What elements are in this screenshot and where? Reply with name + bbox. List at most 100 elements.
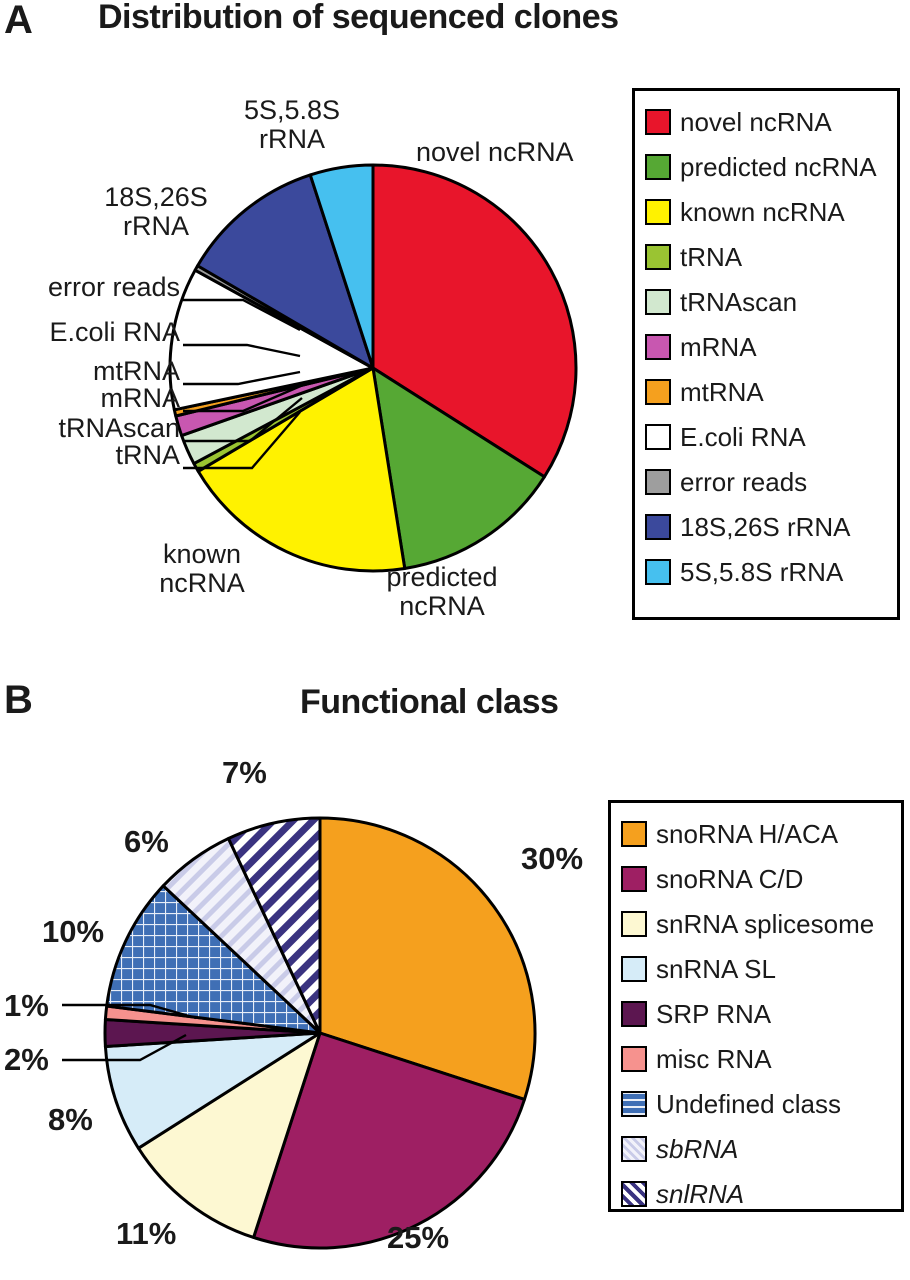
pie-a-label-mtrna: mtRNA bbox=[0, 357, 180, 386]
pie-slice-5s-5-8s-rrna[interactable] bbox=[308, 163, 375, 370]
pie-a-label-trnascan-text: tRNAscan bbox=[58, 413, 180, 443]
pie-slice-known-ncrna[interactable] bbox=[196, 366, 407, 573]
pct-label-sbrna: 6% bbox=[124, 824, 169, 859]
pie-slice-snrna-sl[interactable] bbox=[103, 1031, 322, 1150]
legend-label: sbRNA bbox=[656, 1133, 739, 1164]
pie-a-label-predicted-ncrna-line2: ncRNA bbox=[399, 590, 485, 621]
pie-a-label-mtrna-text: mtRNA bbox=[93, 356, 180, 386]
legend-label: E.coli RNA bbox=[680, 421, 806, 452]
legend-swatch-icon bbox=[645, 108, 671, 135]
legend-label: Undefined class bbox=[656, 1088, 841, 1119]
legend-label: error reads bbox=[680, 466, 808, 497]
pie-slice-e-coli-rna[interactable] bbox=[168, 268, 375, 412]
legend-swatch-icon bbox=[645, 513, 671, 540]
panel-a-letter: A bbox=[4, 0, 33, 42]
legend-swatch-icon bbox=[621, 820, 647, 847]
legend-label: mRNA bbox=[680, 331, 757, 362]
pie-a-label-5s-rrna-line1: 5S,5.8S bbox=[243, 95, 341, 125]
panel-a-title: Distribution of sequenced clones bbox=[98, 0, 619, 36]
pie-a-label-error-reads: error reads bbox=[0, 273, 180, 302]
pie-a-label-trna-text: tRNA bbox=[115, 440, 180, 470]
pie-slice-snrna-splicesome[interactable] bbox=[136, 1031, 322, 1239]
pie-a-label-known-ncrna: known ncRNA bbox=[122, 540, 282, 597]
pie-slice-snorna-c-d[interactable] bbox=[252, 1031, 526, 1250]
legend-label: novel ncRNA bbox=[680, 106, 832, 137]
pie-a-label-trnascan: tRNAscan bbox=[0, 414, 180, 443]
legend-item-undefined-class[interactable]: Undefined class bbox=[621, 1081, 891, 1126]
legend-label: snRNA splicesome bbox=[656, 908, 875, 939]
legend-item-predicted-ncrna[interactable]: predicted ncRNA bbox=[645, 144, 887, 189]
legend-label: snoRNA H/ACA bbox=[656, 818, 839, 849]
legend-item-e-coli-rna[interactable]: E.coli RNA bbox=[645, 414, 887, 459]
pie-a-label-18s-rrna: 18S,26S rRNA bbox=[96, 183, 216, 240]
legend-label: SRP RNA bbox=[656, 998, 772, 1029]
pie-a-label-5s-rrna: 5S,5.8S rRNA bbox=[232, 96, 352, 153]
legend-item-trnascan[interactable]: tRNAscan bbox=[645, 279, 887, 324]
legend-item-snlrna[interactable]: snlRNA bbox=[621, 1171, 891, 1216]
pct-label-undefined-class: 10% bbox=[42, 914, 105, 949]
legend-item-5s-5-8s-rrna[interactable]: 5S,5.8S rRNA bbox=[645, 549, 887, 594]
legend-item-18s-26s-rrna[interactable]: 18S,26S rRNA bbox=[645, 504, 887, 549]
pie-slice-predicted-ncrna[interactable] bbox=[371, 366, 546, 570]
pie-slice-18s-26s-rrna[interactable] bbox=[196, 173, 375, 370]
legend-label: predicted ncRNA bbox=[680, 151, 877, 182]
legend-label: snoRNA C/D bbox=[656, 863, 804, 894]
legend-swatch-icon bbox=[645, 153, 671, 180]
legend-item-trna[interactable]: tRNA bbox=[645, 234, 887, 279]
legend-item-snrna-splicesome[interactable]: snRNA splicesome bbox=[621, 901, 891, 946]
legend-item-snrna-sl[interactable]: snRNA SL bbox=[621, 946, 891, 991]
legend-swatch-icon bbox=[621, 1045, 647, 1072]
legend-swatch-icon bbox=[621, 1090, 647, 1117]
legend-item-novel-ncrna[interactable]: novel ncRNA bbox=[645, 99, 887, 144]
legend-swatch-icon bbox=[621, 1000, 647, 1027]
legend-item-known-ncrna[interactable]: known ncRNA bbox=[645, 189, 887, 234]
pie-slice-snorna-h-aca[interactable] bbox=[318, 816, 537, 1101]
legend-swatch-icon bbox=[621, 1135, 647, 1162]
panel-b-title: Functional class bbox=[300, 683, 559, 721]
legend-swatch-icon bbox=[621, 1180, 647, 1207]
legend-item-misc-rna[interactable]: misc RNA bbox=[621, 1036, 891, 1081]
pct-label-snorna-hacа: 30% bbox=[521, 841, 584, 876]
legend-swatch-icon bbox=[645, 243, 671, 270]
legend-swatch-icon bbox=[645, 468, 671, 495]
legend-swatch-icon bbox=[621, 955, 647, 982]
panel-a-legend: novel ncRNA predicted ncRNA known ncRNA tRN… bbox=[632, 88, 900, 620]
panel-b-letter: B bbox=[4, 678, 33, 722]
pie-a-label-mrna-text: mRNA bbox=[100, 383, 181, 413]
pie-a-label-predicted-ncrna-line1: predicted bbox=[386, 562, 498, 592]
pct-label-snlrna: 7% bbox=[222, 755, 267, 790]
legend-item-snorna-h-aca[interactable]: snoRNA H/ACA bbox=[621, 811, 891, 856]
pct-label-snorna-cd: 25% bbox=[387, 1220, 450, 1255]
pie-a-label-mrna: mRNA bbox=[0, 383, 181, 413]
legend-item-srp-rna[interactable]: SRP RNA bbox=[621, 991, 891, 1036]
legend-label: 5S,5.8S rRNA bbox=[680, 556, 844, 587]
pie-a-label-trna: tRNA bbox=[0, 441, 180, 470]
legend-item-snorna-c-d[interactable]: snoRNA C/D bbox=[621, 856, 891, 901]
legend-label: tRNA bbox=[680, 241, 743, 272]
legend-swatch-icon bbox=[621, 865, 647, 892]
pie-slice-snlrna[interactable] bbox=[226, 816, 322, 1035]
pie-a-label-novel-ncrna-text: novel ncRNA bbox=[416, 137, 574, 167]
legend-label: mtRNA bbox=[680, 376, 764, 407]
pie-slice-undefined-class[interactable] bbox=[105, 884, 322, 1035]
legend-label: snRNA SL bbox=[656, 953, 776, 984]
pct-label-snrna-splicesome: 11% bbox=[116, 1216, 177, 1251]
pie-a-label-ecoli-rna: E.coli RNA bbox=[0, 318, 180, 347]
legend-label: misc RNA bbox=[656, 1043, 772, 1074]
pct-label-misc-rna: 1% bbox=[4, 988, 49, 1023]
legend-swatch-icon bbox=[645, 198, 671, 225]
pie-a-label-18s-rrna-line2: rRNA bbox=[123, 210, 189, 241]
pie-a-label-5s-rrna-line2: rRNA bbox=[259, 123, 325, 154]
pie-a-label-predicted-ncrna: predicted ncRNA bbox=[352, 563, 532, 620]
legend-label: snlRNA bbox=[656, 1178, 745, 1209]
panel-b-legend: snoRNA H/ACA snoRNA C/D snRNA splicesome sn… bbox=[608, 800, 904, 1212]
pie-a-label-known-ncrna-line1: known bbox=[162, 539, 242, 569]
legend-item-sbrna[interactable]: sbRNA bbox=[621, 1126, 891, 1171]
legend-swatch-icon bbox=[645, 288, 671, 315]
legend-item-mtrna[interactable]: mtRNA bbox=[645, 369, 887, 414]
legend-item-error-reads[interactable]: error reads bbox=[645, 459, 887, 504]
legend-item-mrna[interactable]: mRNA bbox=[645, 324, 887, 369]
legend-label: 18S,26S rRNA bbox=[680, 511, 851, 542]
pct-label-snrna-sl: 8% bbox=[48, 1102, 93, 1137]
